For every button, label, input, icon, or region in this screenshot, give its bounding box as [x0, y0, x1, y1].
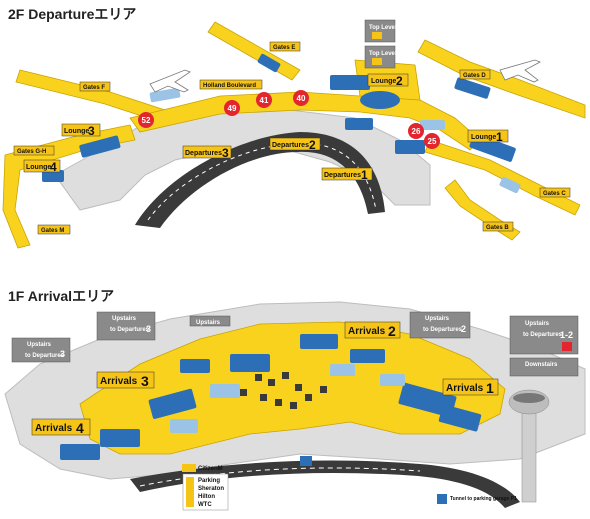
label-departures-2-num: 2 — [309, 138, 316, 152]
label-arrivals-4-num: 4 — [76, 420, 84, 436]
sign-far-left-num: 3 — [60, 349, 65, 359]
parking-p-icon — [300, 456, 312, 466]
parking-icon — [437, 494, 447, 504]
arrival-map: Arrivals 2 Arrivals 3 Arrivals 1 Arrival… — [4, 301, 586, 511]
label-arrivals-2: Arrivals — [348, 326, 386, 337]
label-lounge-2-num: 2 — [396, 74, 403, 88]
marker-49: 49 — [228, 104, 237, 113]
label-parking: Parking — [198, 478, 220, 484]
departure-road — [135, 132, 385, 228]
sign-right-upstairs: Upstairs — [525, 321, 550, 327]
label-arrivals-4: Arrivals — [35, 423, 73, 434]
label-arrivals-1-num: 1 — [486, 380, 494, 396]
label-sheraton: Sheraton — [198, 486, 224, 492]
label-hilton: Hilton — [198, 494, 215, 500]
departure-title: 2F Departureエリア — [8, 6, 137, 22]
label-lounge-3: Lounge — [64, 128, 89, 135]
label-gates-e: Gates E — [273, 45, 295, 51]
label-lounge-4-num: 4 — [50, 160, 57, 174]
sign-mid-right-upstairs: Upstairs — [425, 316, 450, 322]
sign-mid-right-num: 2 — [461, 324, 466, 334]
arrival-blue-areas — [60, 334, 482, 460]
label-lounge-1: Lounge — [471, 134, 496, 141]
label-gates-f: Gates F — [83, 85, 105, 91]
airplane-icon — [149, 69, 191, 93]
label-departures-1-num: 1 — [361, 168, 368, 182]
arrival-road — [130, 460, 520, 508]
sign-downstairs: Downstairs — [525, 362, 558, 368]
sign-left-sub: to Departures — [110, 327, 150, 333]
label-gates-c: Gates C — [543, 191, 566, 197]
marker-41: 41 — [260, 96, 269, 105]
first-aid-icon — [562, 342, 572, 351]
marker-25: 25 — [428, 137, 437, 146]
label-holland-boulevard: Holland Boulevard — [203, 83, 256, 89]
sign-mid-right-sub: to Departures — [423, 327, 463, 333]
label-departures-2: Departures — [272, 142, 309, 149]
label-lounge-3-num: 3 — [88, 124, 95, 138]
label-gates-gh: Gates G-H — [17, 149, 46, 155]
gate-markers — [138, 90, 440, 149]
marker-26: 26 — [412, 127, 421, 136]
label-lounge-2: Lounge — [371, 78, 396, 85]
label-citizenm: CitizenM — [198, 466, 223, 472]
sign-left-num: 3 — [146, 324, 151, 334]
label-gates-d: Gates D — [463, 73, 486, 79]
marker-40: 40 — [297, 94, 306, 103]
label-arrivals-2-num: 2 — [388, 323, 396, 339]
label-gates-b: Gates B — [486, 225, 509, 231]
label-tunnel: Tunnel to parking garage P1 — [450, 496, 517, 502]
departure-map: 52 49 41 40 26 25 Gates E Gates F Gates … — [2, 19, 586, 249]
sign-right-num: 1-2 — [560, 330, 573, 340]
label-arrivals-3: Arrivals — [100, 376, 138, 387]
label-arrivals-1: Arrivals — [446, 383, 484, 394]
label-departures-3-num: 3 — [222, 146, 229, 160]
control-tower-icon — [508, 389, 550, 503]
top-level-sign-1: Top Level — [369, 25, 397, 31]
label-departures-1: Departures — [324, 172, 361, 179]
sign-right-sub: to Departures — [523, 332, 563, 338]
arrival-title: 1F Arrivalエリア — [8, 288, 115, 304]
sign-far-left-sub: to Departures — [25, 353, 65, 359]
label-wtc: WTC — [198, 502, 212, 508]
airplane-icon — [499, 59, 541, 83]
sign-left-upstairs: Upstairs — [112, 316, 137, 322]
top-level-sign-2: Top Level — [369, 51, 397, 57]
sign-center-upstairs: Upstairs — [196, 320, 221, 326]
marker-52: 52 — [142, 116, 151, 125]
label-lounge-1-num: 1 — [496, 130, 503, 144]
sign-far-left-upstairs: Upstairs — [27, 342, 52, 348]
label-arrivals-3-num: 3 — [141, 373, 149, 389]
label-gates-m: Gates M — [41, 228, 64, 234]
label-lounge-4: Lounge — [26, 164, 51, 171]
label-departures-3: Departures — [185, 150, 222, 157]
